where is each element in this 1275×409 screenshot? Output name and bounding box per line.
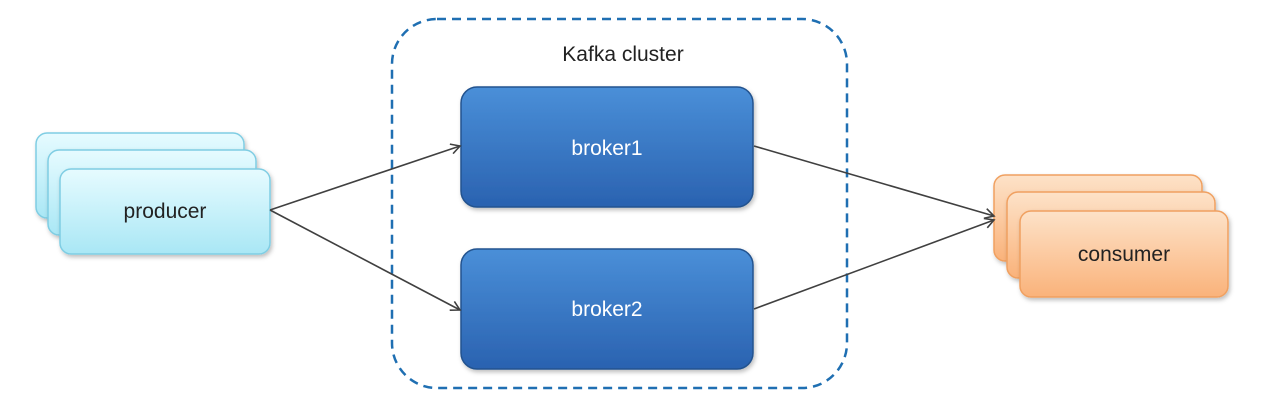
broker2-node: broker2 [460, 248, 754, 370]
consumer-label: consumer [1078, 243, 1170, 266]
connectors [269, 143, 996, 312]
producer-box-front [59, 168, 271, 255]
arrow-producer-to-broker1 [269, 143, 462, 211]
cluster-label: Kafka cluster [562, 43, 683, 66]
kafka-cluster-group: Kafka cluster [390, 17, 849, 390]
arrow-broker2-to-consumer [753, 217, 996, 310]
consumer-box-front [1019, 210, 1229, 298]
consumer-stack: consumer [993, 174, 1229, 298]
broker2-label: broker2 [571, 298, 642, 321]
broker1-node: broker1 [460, 86, 754, 208]
kafka-cluster-boundary [390, 17, 849, 390]
producer-label: producer [124, 200, 207, 223]
broker1-label: broker1 [571, 137, 642, 160]
producer-stack: producer [35, 132, 271, 255]
arrow-producer-to-broker2 [269, 209, 462, 312]
arrow-broker1-to-consumer [753, 145, 996, 220]
